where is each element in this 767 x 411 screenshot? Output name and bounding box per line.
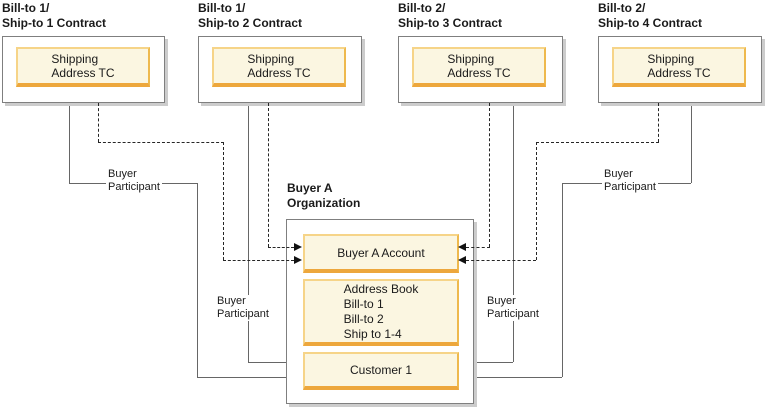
organization-title-line: Organization bbox=[287, 196, 361, 210]
buyer-a-account-label: Buyer A Account bbox=[337, 245, 425, 260]
address-book-line: Address Book bbox=[343, 281, 419, 296]
dashed-connector-segment bbox=[268, 103, 269, 247]
contract-title-line: Ship-to 2 Contract bbox=[198, 16, 302, 30]
shipping-address-tc-box: Shipping Address TC bbox=[16, 47, 150, 87]
contract-1-box: Shipping Address TC bbox=[2, 36, 165, 103]
solid-connector-segment bbox=[197, 183, 198, 377]
address-book-line: Bill-to 1 bbox=[343, 296, 384, 311]
shipping-tc-label-line: Address TC bbox=[51, 66, 115, 80]
dashed-connector-segment bbox=[658, 103, 659, 142]
solid-connector-segment bbox=[248, 362, 286, 363]
buyer-participant-label-line: Buyer bbox=[217, 295, 246, 307]
buyer-participant-label-line: Participant bbox=[487, 308, 539, 320]
solid-connector-segment bbox=[248, 103, 249, 362]
shipping-tc-label-line: Address TC bbox=[447, 66, 511, 80]
buyer-participant-label: Buyer Participant bbox=[106, 168, 162, 194]
contract-title-line: Bill-to 2/ bbox=[398, 1, 446, 15]
address-book-box: Address Book Bill-to 1 Bill-to 2 Ship to… bbox=[303, 279, 459, 346]
shipping-address-tc-box: Shipping Address TC bbox=[412, 47, 546, 87]
shipping-tc-label-line: Shipping bbox=[247, 52, 295, 66]
address-book-line: Ship to 1-4 bbox=[343, 326, 402, 341]
contract-1-title: Bill-to 1/ Ship-to 1 Contract bbox=[2, 1, 106, 31]
dashed-connector-segment bbox=[489, 103, 490, 247]
organization-box: Buyer A Account Address Book Bill-to 1 B… bbox=[286, 219, 474, 404]
contract-4-title: Bill-to 2/ Ship-to 4 Contract bbox=[598, 1, 702, 31]
organization-title: Buyer A Organization bbox=[287, 181, 360, 211]
buyer-participant-label: Buyer Participant bbox=[485, 295, 541, 321]
contract-3-box: Shipping Address TC bbox=[398, 36, 563, 103]
shipping-tc-label-line: Address TC bbox=[647, 66, 711, 80]
shipping-tc-label-line: Shipping bbox=[647, 52, 695, 66]
buyer-a-account-box: Buyer A Account bbox=[303, 234, 459, 273]
arrow-left-icon bbox=[458, 256, 466, 264]
contract-title-line: Bill-to 2/ bbox=[598, 1, 646, 15]
dashed-connector-segment bbox=[98, 103, 99, 142]
contract-title-line: Ship-to 3 Contract bbox=[398, 16, 502, 30]
buyer-participant-label-line: Buyer bbox=[108, 168, 137, 180]
buyer-participant-label-line: Participant bbox=[108, 181, 160, 193]
dashed-connector-segment bbox=[536, 142, 659, 143]
shipping-tc-label-line: Shipping bbox=[447, 52, 495, 66]
customer-box: Customer 1 bbox=[303, 352, 459, 390]
buyer-participant-label-line: Buyer bbox=[604, 168, 633, 180]
contract-4-box: Shipping Address TC bbox=[598, 36, 762, 103]
solid-connector-segment bbox=[562, 183, 563, 377]
solid-connector-segment bbox=[691, 103, 692, 183]
shipping-address-tc-box: Shipping Address TC bbox=[612, 47, 746, 87]
contract-2-box: Shipping Address TC bbox=[198, 36, 362, 103]
arrow-left-icon bbox=[458, 243, 466, 251]
buyer-participant-label-line: Participant bbox=[217, 308, 269, 320]
customer-label: Customer 1 bbox=[349, 363, 413, 377]
dashed-connector-segment bbox=[223, 142, 224, 260]
contract-title-line: Bill-to 1/ bbox=[198, 1, 246, 15]
solid-connector-segment bbox=[197, 377, 286, 378]
buyer-participant-label: Buyer Participant bbox=[602, 168, 658, 194]
arrow-right-icon bbox=[294, 256, 302, 264]
dashed-connector-segment bbox=[536, 142, 537, 260]
address-book-line: Bill-to 2 bbox=[343, 311, 384, 326]
contract-3-title: Bill-to 2/ Ship-to 3 Contract bbox=[398, 1, 502, 31]
shipping-tc-label-line: Address TC bbox=[247, 66, 311, 80]
contract-title-line: Ship-to 4 Contract bbox=[598, 16, 702, 30]
contract-title-line: Ship-to 1 Contract bbox=[2, 16, 106, 30]
arrow-right-icon bbox=[294, 243, 302, 251]
solid-connector-segment bbox=[513, 103, 514, 362]
dashed-connector-segment bbox=[98, 142, 224, 143]
solid-connector-segment bbox=[474, 377, 562, 378]
solid-connector-segment bbox=[69, 103, 70, 183]
contract-title-line: Bill-to 1/ bbox=[2, 1, 50, 15]
dashed-connector-segment bbox=[223, 260, 294, 261]
dashed-connector-segment bbox=[268, 247, 294, 248]
organization-title-line: Buyer A bbox=[287, 181, 333, 195]
dashed-connector-segment bbox=[466, 247, 490, 248]
solid-connector-segment bbox=[474, 362, 513, 363]
buyer-participant-label-line: Buyer bbox=[487, 295, 516, 307]
buyer-participant-label: Buyer Participant bbox=[215, 295, 271, 321]
dashed-connector-segment bbox=[466, 260, 536, 261]
shipping-address-tc-box: Shipping Address TC bbox=[212, 47, 346, 87]
contract-2-title: Bill-to 1/ Ship-to 2 Contract bbox=[198, 1, 302, 31]
shipping-tc-label-line: Shipping bbox=[51, 52, 99, 66]
buyer-participant-label-line: Participant bbox=[604, 181, 656, 193]
